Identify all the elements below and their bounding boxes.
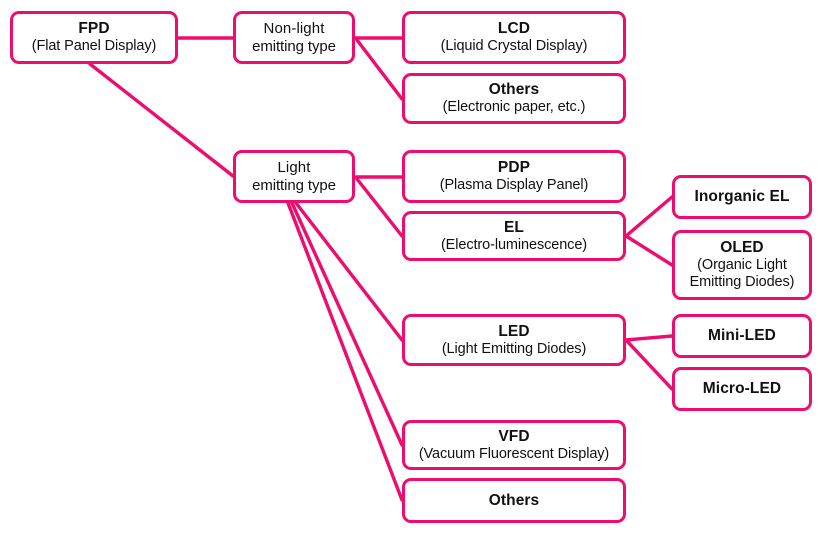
node-subtitle: (Electronic paper, etc.) [442,99,586,116]
node-title: Non-light [263,20,325,38]
node-subtitle: (Light Emitting Diodes) [441,340,587,357]
node-title: LCD [497,20,531,38]
node-subtitle: (Vacuum Fluorescent Display) [418,445,610,462]
node-subtitle: (Organic Light [697,257,787,274]
node-title: Others [488,81,540,99]
node-fpd[interactable]: FPD(Flat Panel Display) [10,11,178,64]
node-title: Inorganic EL [694,188,790,206]
connector-fpd-to-light [88,62,235,178]
node-subtitle: (Plasma Display Panel) [439,177,589,194]
node-others-bottom[interactable]: Others [402,478,626,523]
node-subtitle: (Flat Panel Display) [31,38,157,55]
connector-light-to-vfd [290,201,404,447]
node-mini-led[interactable]: Mini-LED [672,314,812,358]
node-micro-led[interactable]: Micro-LED [672,367,812,411]
node-title: OLED [720,239,764,257]
node-title: Light [277,159,311,177]
node-subtitle: emitting type [252,176,336,194]
node-subtitle: (Liquid Crystal Display) [440,38,588,55]
node-subtitle: (Electro-luminescence) [440,236,588,253]
node-vfd[interactable]: VFD(Vacuum Fluorescent Display) [402,420,626,470]
connector-non-light-to-others [355,38,404,101]
node-el[interactable]: EL(Electro-luminescence) [402,211,626,261]
connector-light-to-others-bottom [286,201,404,502]
node-subtitle: Emitting Diodes) [689,273,795,290]
node-title: VFD [498,427,530,445]
connector-el-to-oled [624,234,674,267]
node-title: Others [488,491,540,509]
node-title: EL [503,218,524,236]
connector-el-to-inorganic-el [624,195,674,238]
node-title: Micro-LED [702,380,782,398]
node-led[interactable]: LED(Light Emitting Diodes) [402,314,626,366]
node-title: Mini-LED [708,327,776,345]
node-others-electronic-paper[interactable]: Others(Electronic paper, etc.) [402,73,626,124]
node-pdp[interactable]: PDP(Plasma Display Panel) [402,150,626,203]
connector-light-to-el [355,177,404,238]
connector-light-to-led [294,201,404,342]
node-title: FPD [78,20,110,38]
node-inorganic-el[interactable]: Inorganic EL [672,175,812,219]
node-title: PDP [497,159,531,177]
node-lcd[interactable]: LCD(Liquid Crystal Display) [402,11,626,64]
connector-led-to-micro-led [624,338,674,391]
node-subtitle: emitting type [252,37,336,55]
node-title: LED [498,322,530,340]
connector-led-to-mini-led [624,334,674,342]
